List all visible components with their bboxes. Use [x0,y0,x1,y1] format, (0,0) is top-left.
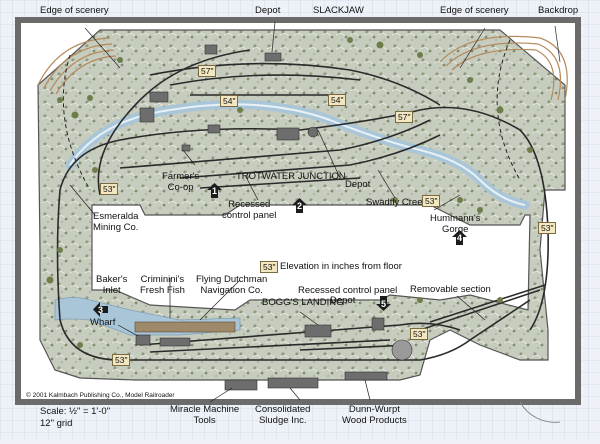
label-edge-of-scenery-left: Edge of scenery [40,5,109,16]
label-recessed-control-panel-bottom: Recessed control panel [298,285,398,296]
edge-of-scenery-left-line [62,54,91,191]
elevation-tag: 53" [422,195,441,207]
label-depot-top: Depot [255,5,281,16]
elevation-tag: 53" [410,328,429,340]
elevation-tag: 54" [220,95,239,107]
leader-lines [69,21,561,403]
label-farmers-coop: Farmer's Co-op [162,171,200,193]
label-backdrop: Backdrop [538,5,579,16]
elevation-legend-tag: 53" [260,261,279,273]
label-depot-mid: Depot [345,179,371,190]
marker-arrow-icon [207,183,222,198]
vegetation [46,37,533,348]
label-recessed-control-panel-top: Recessed control panel [222,199,277,221]
elevation-tag: 57" [395,111,414,123]
elevation-tag: 54" [328,94,347,106]
scale-label: Scale: ½" = 1'-0" [40,406,111,417]
wharf-pier [134,321,236,333]
grid-label: 12" grid [40,418,73,429]
left-backdrop-helix [37,37,117,95]
label-criminini: Criminini's Fresh Fish [140,274,185,296]
marker-arrow-icon [376,296,391,311]
structures [135,44,413,391]
label-miracle-machine: Miracle Machine Tools [170,404,240,426]
label-wharf: Wharf [90,317,116,328]
view-marker-5: 5 [376,296,391,311]
marker-arrow-icon [93,302,108,317]
view-marker-4: 4 [452,230,467,245]
label-hummanns-gorge: Hummann's Gorge [430,213,481,235]
elevation-tag: 53" [112,354,131,366]
view-marker-3: 3 [93,302,108,317]
label-flying-dutchman: Flying Dutchman Navigation Co. [196,274,268,296]
elevation-tag: 53" [100,183,119,195]
marker-arrow-icon [452,230,467,245]
label-trotwater-junction: TROTWATER JUNCTION [236,171,346,182]
elevation-tag: 57" [198,65,217,77]
label-edge-of-scenery-right: Edge of scenery [440,5,509,16]
label-depot-bottom: Depot [330,295,356,306]
label-elevation-legend: Elevation in inches from floor [280,261,402,272]
copyright-notice: © 2001 Kalmbach Publishing Co., Model Ra… [26,392,175,399]
label-bakers-inlet: Baker's Inlet [96,274,128,296]
right-backdrop-helix [439,35,568,101]
view-marker-1: 1 [207,183,222,198]
marker-arrow-icon [292,198,307,213]
operating-aisle [91,204,531,311]
elevation-tag: 53" [538,222,557,234]
door-swing [519,401,561,423]
label-swadfly-creek: Swadfly Creek [366,197,428,208]
label-boggs-landing: BOGG'S LANDING [262,297,344,308]
label-esmeralda-mining: Esmeralda Mining Co. [93,211,139,233]
label-slackjaw: SLACKJAW [313,5,364,16]
label-removable-section: Removable section [410,284,491,295]
label-dunn-wurpt: Dunn-Wurpt Wood Products [342,404,407,426]
view-marker-2: 2 [292,198,307,213]
label-consolidated-sludge: Consolidated Sludge Inc. [255,404,311,426]
